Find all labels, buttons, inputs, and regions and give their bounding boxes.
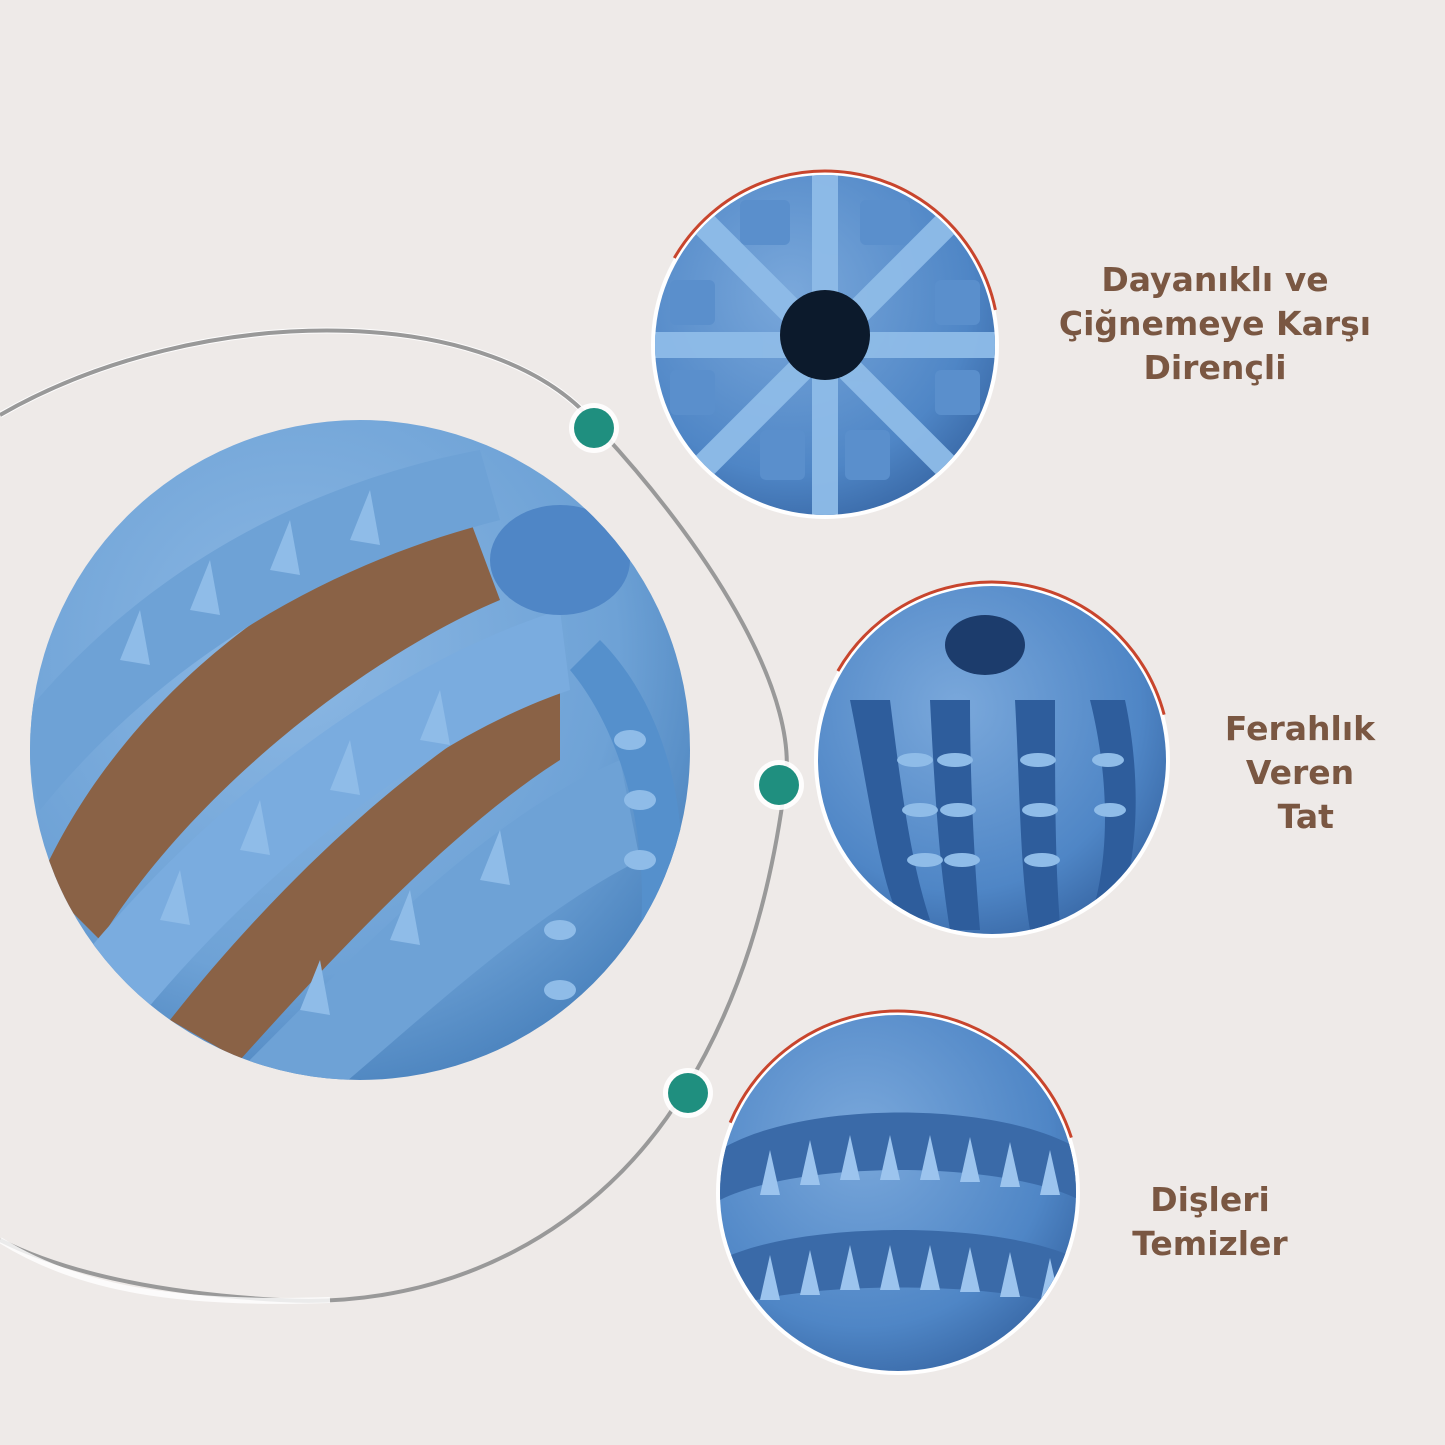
connector-dot bbox=[663, 1068, 713, 1118]
ball-side-view-image bbox=[812, 580, 1172, 940]
feature-label-line: Veren bbox=[1245, 753, 1355, 792]
feature-label-fresh-taste: Ferahlık Veren Tat bbox=[1190, 707, 1410, 839]
connector-arc bbox=[0, 327, 789, 1304]
feature-label-line: Dişleri bbox=[1150, 1180, 1270, 1219]
feature-label-line: Çiğnemeye Karşı bbox=[1058, 304, 1372, 343]
feature-label-line: Ferahlık bbox=[1224, 709, 1376, 748]
ball-top-view-image bbox=[649, 169, 1001, 521]
feature-label-cleans-teeth: Dişleri Temizler bbox=[1100, 1178, 1320, 1266]
feature-label-line: Dirençli bbox=[1143, 348, 1287, 387]
feature-label-durable: Dayanıklı ve Çiğnemeye Karşı Dirençli bbox=[1045, 258, 1385, 390]
connector-dot bbox=[569, 403, 619, 453]
feature-label-line: Temizler bbox=[1132, 1224, 1288, 1263]
feature-label-line: Dayanıklı ve bbox=[1101, 260, 1329, 299]
connector-dot bbox=[754, 760, 804, 810]
treat-dispensing-ball-with-kibble-image bbox=[30, 420, 690, 1080]
feature-label-line: Tat bbox=[1266, 797, 1334, 836]
